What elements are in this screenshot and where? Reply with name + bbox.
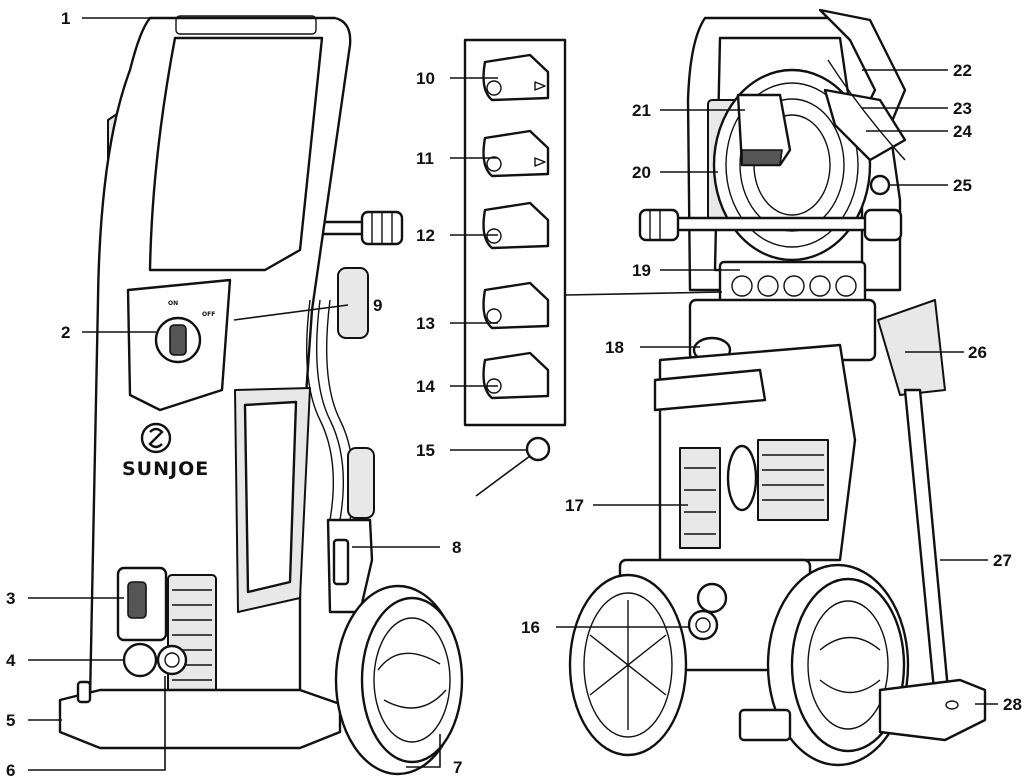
power-switch-lever[interactable] xyxy=(169,324,187,356)
nozzle-12 xyxy=(482,201,550,250)
back-foot xyxy=(878,678,987,742)
callout-2: 2 xyxy=(61,323,70,342)
front-base xyxy=(58,688,342,750)
callout-26: 26 xyxy=(968,343,987,362)
callout-9: 9 xyxy=(373,296,382,315)
spray-gun-handle[interactable] xyxy=(877,299,946,396)
back-wheel-left xyxy=(568,573,688,757)
detergent-tank-window xyxy=(679,447,721,549)
leader-lines xyxy=(28,17,998,771)
water-outlet-adapter[interactable] xyxy=(156,644,188,676)
callout-24: 24 xyxy=(953,122,972,141)
callout-13: 13 xyxy=(416,314,435,333)
front-handle-opening xyxy=(148,36,324,272)
switch-on-label: ON xyxy=(168,300,178,307)
callout-27: 27 xyxy=(993,551,1012,570)
callout-11: 11 xyxy=(416,149,434,168)
callout-22: 22 xyxy=(953,61,972,80)
callout-6: 6 xyxy=(6,761,15,780)
front-view: ON OFF SUNJOE xyxy=(58,15,464,776)
back-wand-cap-left xyxy=(638,208,680,242)
callout-1: 1 xyxy=(61,9,70,28)
callout-3: 3 xyxy=(6,589,15,608)
front-power-cord xyxy=(305,267,375,521)
nozzle-panel xyxy=(463,38,567,427)
back-view xyxy=(568,8,987,767)
cleaning-needle xyxy=(475,436,551,497)
callout-21: 21 xyxy=(632,101,651,120)
callout-10: 10 xyxy=(416,69,435,88)
water-outlet[interactable] xyxy=(122,642,158,678)
callout-18: 18 xyxy=(605,338,624,357)
callout-8: 8 xyxy=(452,538,461,557)
nozzle-13 xyxy=(482,281,550,330)
spray-wand[interactable] xyxy=(903,388,950,692)
callout-15: 15 xyxy=(416,441,435,460)
nozzle-14 xyxy=(482,351,550,400)
back-vent-grille xyxy=(757,439,829,521)
callout-20: 20 xyxy=(632,163,651,182)
back-wheel-right xyxy=(766,563,910,767)
callout-16: 16 xyxy=(521,618,540,637)
callout-4: 4 xyxy=(6,651,16,670)
handle-knob[interactable] xyxy=(869,174,891,196)
callout-17: 17 xyxy=(565,496,584,515)
front-wheel xyxy=(334,584,464,776)
sunjoe-logo xyxy=(140,422,172,454)
callout-numbers: 1 2 3 4 5 6 7 8 9 10 11 12 13 14 15 16 1… xyxy=(6,9,1022,780)
callout-5: 5 xyxy=(6,711,15,730)
callout-7: 7 xyxy=(453,758,462,777)
nozzle-11 xyxy=(482,129,550,178)
callout-12: 12 xyxy=(416,226,435,245)
callout-25: 25 xyxy=(953,176,972,195)
brand-name: SUNJOE xyxy=(122,458,209,480)
nozzle-10 xyxy=(482,53,550,102)
callout-28: 28 xyxy=(1003,695,1022,714)
switch-off-label: OFF xyxy=(202,311,215,318)
water-inlet[interactable] xyxy=(687,609,719,641)
callout-14: 14 xyxy=(416,377,435,396)
cord-hook xyxy=(823,88,907,162)
callout-23: 23 xyxy=(953,99,972,118)
callout-19: 19 xyxy=(632,261,651,280)
back-wand-cap-right xyxy=(863,208,903,242)
